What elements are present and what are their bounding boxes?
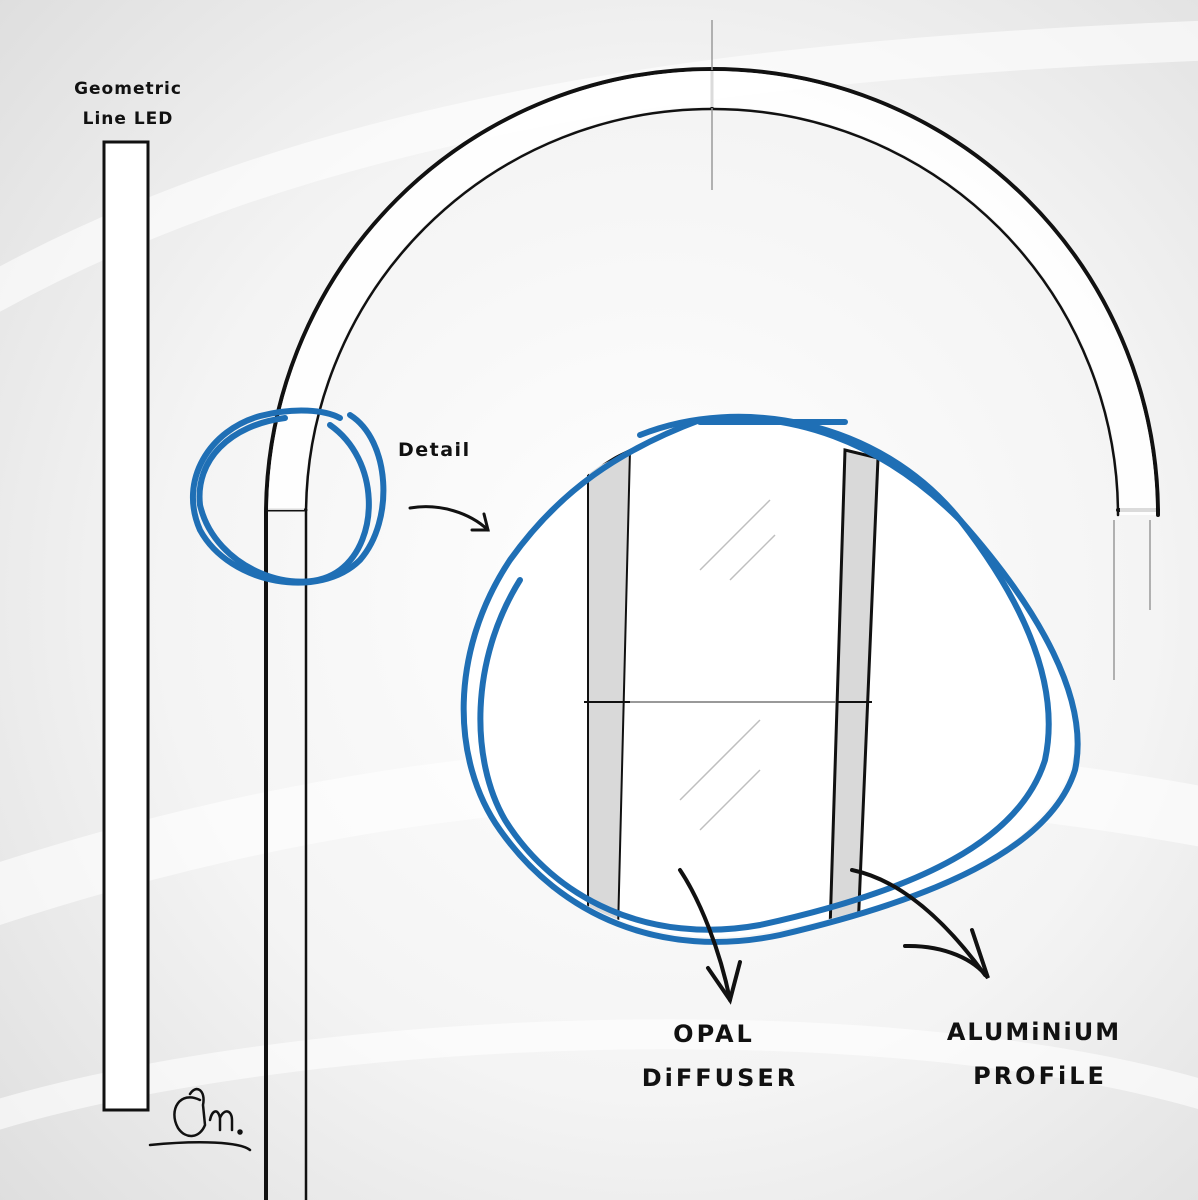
arch-construction-lines xyxy=(711,20,1151,680)
artist-signature xyxy=(148,1087,252,1152)
title-line-2: Line LED xyxy=(83,109,174,129)
opal-diffuser-label-line-2: DiFFUSER xyxy=(642,1064,799,1092)
detail-magnified-outline xyxy=(460,413,1081,945)
aluminium-profile-label-line-2: PROFiLE xyxy=(973,1062,1107,1090)
title-line-1: Geometric xyxy=(74,79,182,99)
aluminium-profile-label-line-1: ALUMiNiUM xyxy=(947,1018,1121,1046)
opal-diffuser-arrow xyxy=(678,868,742,1005)
detail-callout-circle xyxy=(189,407,387,586)
detail-arrow xyxy=(408,505,490,532)
linear-led-bar xyxy=(102,140,150,1112)
opal-diffuser-label-line-1: OPAL xyxy=(673,1020,755,1048)
detail-label: Detail xyxy=(398,439,471,461)
aluminium-profile-arrow xyxy=(850,868,990,980)
